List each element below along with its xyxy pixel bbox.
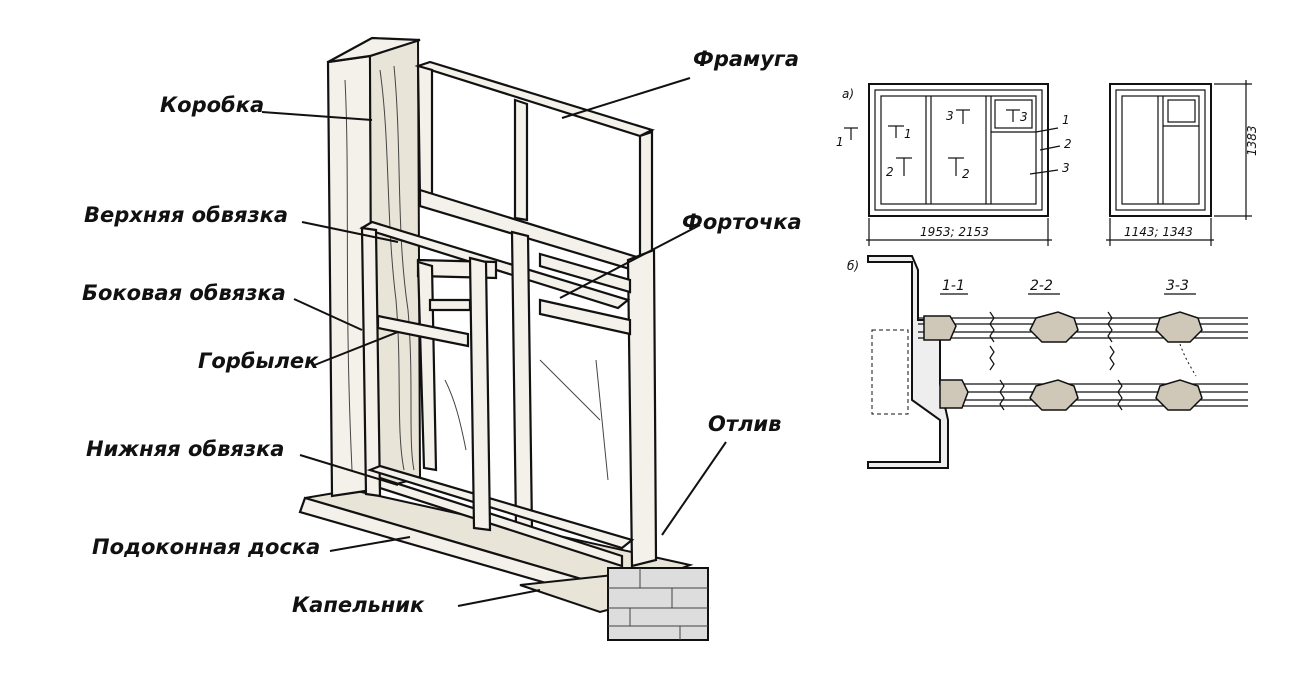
elevation-drawings: а) 1 2 2 3 3 1 1 2 3 1953; 2153 xyxy=(836,80,1259,246)
mark-2-b: 2 xyxy=(962,167,970,181)
section-2-2: 2-2 xyxy=(1030,278,1053,294)
label-gorbylek: Горбылек xyxy=(198,349,319,373)
label-kapelnik: Капельник xyxy=(292,593,425,617)
label-nizhnyaya-obvyazka: Нижняя обвязка xyxy=(86,437,284,461)
mark-1-a: 1 xyxy=(904,127,912,141)
label-b: б) xyxy=(847,259,859,273)
dim-width-wide: 1953; 2153 xyxy=(920,225,989,239)
section-drawings: б) 1-1 2-2 3-3 xyxy=(847,255,1248,469)
label-framuga: Фрамуга xyxy=(693,47,799,71)
mark-1-b: 1 xyxy=(836,135,844,149)
label-fortochka: Форточка xyxy=(682,210,802,234)
mark-3-a: 3 xyxy=(946,109,954,123)
isometric-window-drawing xyxy=(298,36,709,641)
diagram-labels: Коробка Фрамуга Верхняя обвязка Форточка… xyxy=(82,47,802,617)
leader-lines xyxy=(261,77,727,607)
dim-height: 1383 xyxy=(1245,125,1259,156)
callout-1: 1 xyxy=(1062,113,1070,127)
section-3-3: 3-3 xyxy=(1166,278,1189,294)
mark-3-b: 3 xyxy=(1020,110,1028,124)
callout-2: 2 xyxy=(1064,137,1072,151)
mark-2-a: 2 xyxy=(886,165,894,179)
label-podokonnaya-doska: Подоконная доска xyxy=(92,535,320,559)
label-a: а) xyxy=(842,87,854,101)
label-bokovaya-obvyazka: Боковая обвязка xyxy=(82,281,286,305)
label-otliv: Отлив xyxy=(708,412,781,436)
label-verkhnyaya-obvyazka: Верхняя обвязка xyxy=(84,203,288,227)
callout-3: 3 xyxy=(1062,161,1070,175)
section-1-1: 1-1 xyxy=(942,278,965,294)
dim-width-narrow: 1143; 1343 xyxy=(1124,225,1193,239)
label-korobka: Коробка xyxy=(160,93,264,117)
